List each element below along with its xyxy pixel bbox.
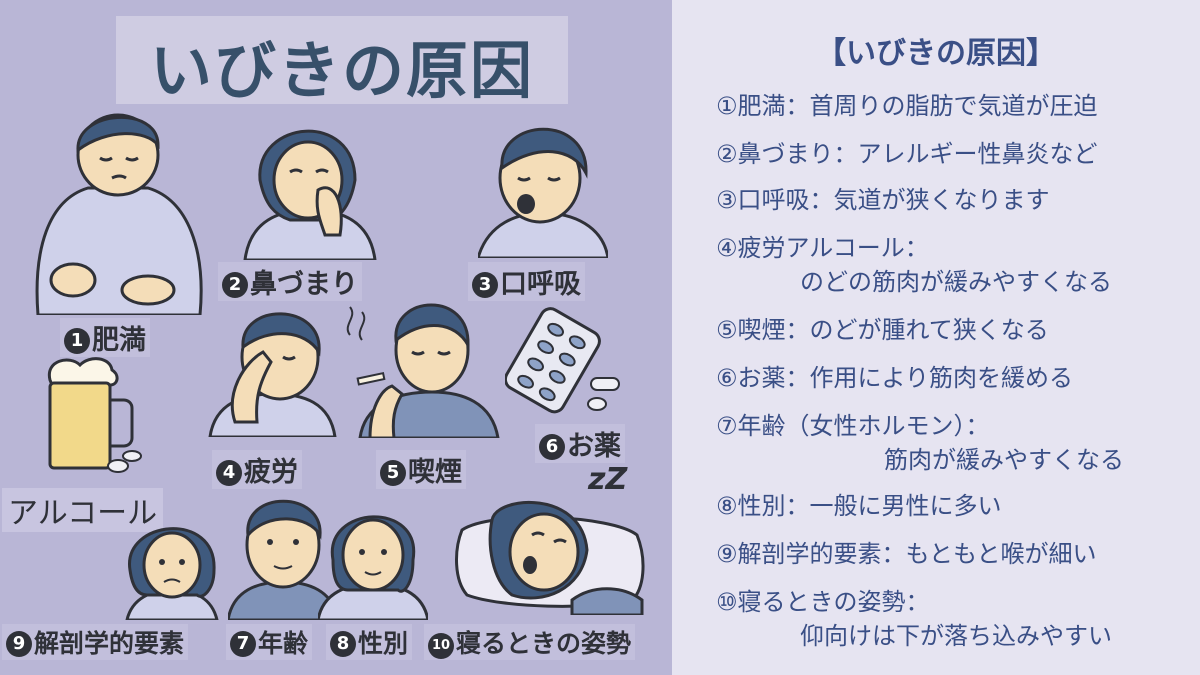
label-nasal-text: 鼻づまり xyxy=(250,269,358,300)
smoking-illustration xyxy=(346,303,500,438)
age-illustration xyxy=(228,499,338,620)
medicine-illustration xyxy=(505,307,620,414)
zzz-text: zZ xyxy=(588,462,628,497)
label-alcohol: アルコール xyxy=(2,488,164,532)
causes-text-panel xyxy=(672,0,1200,675)
cause-line-10: ⑩寝るときの姿勢： xyxy=(716,588,930,616)
cause-line-7: ⑦年齢（女性ホルモン）： xyxy=(716,412,990,440)
badge-medicine: 6 xyxy=(539,434,565,460)
cause-line-10-cont: 仰向けは下が落ち込みやすい xyxy=(800,622,1112,650)
badge-nasal: 2 xyxy=(222,272,248,298)
sleeping-posture-illustration xyxy=(455,500,645,615)
label-obesity-text: 肥満 xyxy=(92,325,146,356)
label-medicine-text: お薬 xyxy=(567,431,621,462)
cause-line-6: ⑥お薬：作用により筋肉を緩める xyxy=(716,364,1074,392)
beer-mug-illustration xyxy=(47,357,134,470)
obesity-illustration xyxy=(35,113,203,315)
label-age-text: 年齢 xyxy=(258,629,309,658)
badge-sex: 8 xyxy=(330,631,356,657)
label-smoking-text: 喫煙 xyxy=(408,457,462,488)
cause-line-5: ⑤喫煙：のどが腫れて狭くなる xyxy=(716,316,1049,344)
cause-line-4-cont: のどの筋肉が緩みやすくなる xyxy=(800,268,1112,296)
label-fatigue-text: 疲労 xyxy=(244,457,298,488)
label-posture-text: 寝るときの姿勢 xyxy=(456,629,632,658)
badge-mouth: 3 xyxy=(472,272,498,298)
cause-line-7-cont: 筋肉が緩みやすくなる xyxy=(884,446,1124,474)
fatigue-illustration xyxy=(208,312,337,437)
badge-smoking: 5 xyxy=(380,460,406,486)
badge-obesity: 1 xyxy=(64,328,90,354)
cause-line-4: ④疲労アルコール： xyxy=(716,234,929,262)
causes-heading: 【いびきの原因】 xyxy=(816,36,1056,71)
badge-posture: 10 xyxy=(428,633,454,659)
cause-line-3: ③口呼吸：気道が狭くなります xyxy=(716,186,1050,214)
sex-illustration xyxy=(318,515,428,620)
cause-line-8: ⑧性別：一般に男性に多い xyxy=(716,492,1002,520)
title-box: いびきの原因 xyxy=(116,16,568,107)
badge-anatomy: 9 xyxy=(6,631,32,657)
label-sex-text: 性別 xyxy=(358,629,409,658)
cause-line-2: ②鼻づまり：アレルギー性鼻炎など xyxy=(716,140,1098,168)
label-anatomy-text: 解剖学的要素 xyxy=(34,629,185,658)
cause-line-1: ①肥満：首周りの脂肪で気道が圧迫 xyxy=(716,92,1098,120)
cause-line-9: ⑨解剖学的要素：もともと喉が細い xyxy=(716,540,1097,568)
page-title: いびきの原因 xyxy=(149,34,534,107)
pills-small-illustration xyxy=(107,450,142,473)
nasal-congestion-illustration xyxy=(243,129,377,260)
anatomy-illustration xyxy=(125,527,219,620)
label-mouth-text: 口呼吸 xyxy=(500,269,581,300)
mouth-breathing-illustration xyxy=(478,127,608,258)
badge-age: 7 xyxy=(230,631,256,657)
badge-fatigue: 4 xyxy=(216,460,242,486)
